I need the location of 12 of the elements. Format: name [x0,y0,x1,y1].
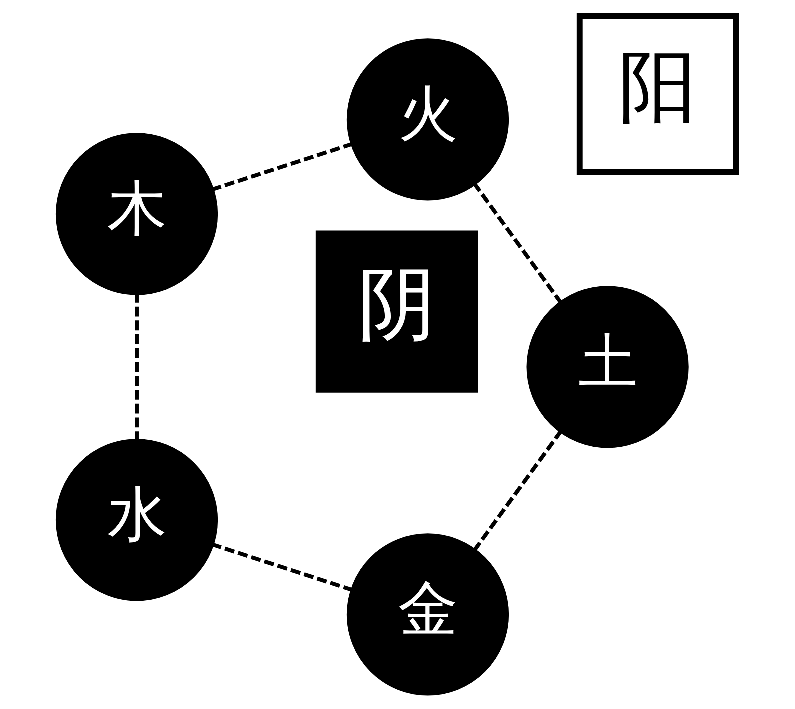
connector [135,292,139,442]
node-box: 阳 [576,13,740,176]
node-box: 阴 [316,230,478,393]
node-circle: 土 [526,286,689,448]
node-circle: 木 [56,133,218,296]
node-circle: 火 [346,38,510,201]
connector [211,542,354,592]
node-circle: 金 [346,534,510,696]
connector [472,182,564,305]
connector [211,142,354,192]
node-circle: 水 [56,439,218,602]
connector [472,430,564,552]
